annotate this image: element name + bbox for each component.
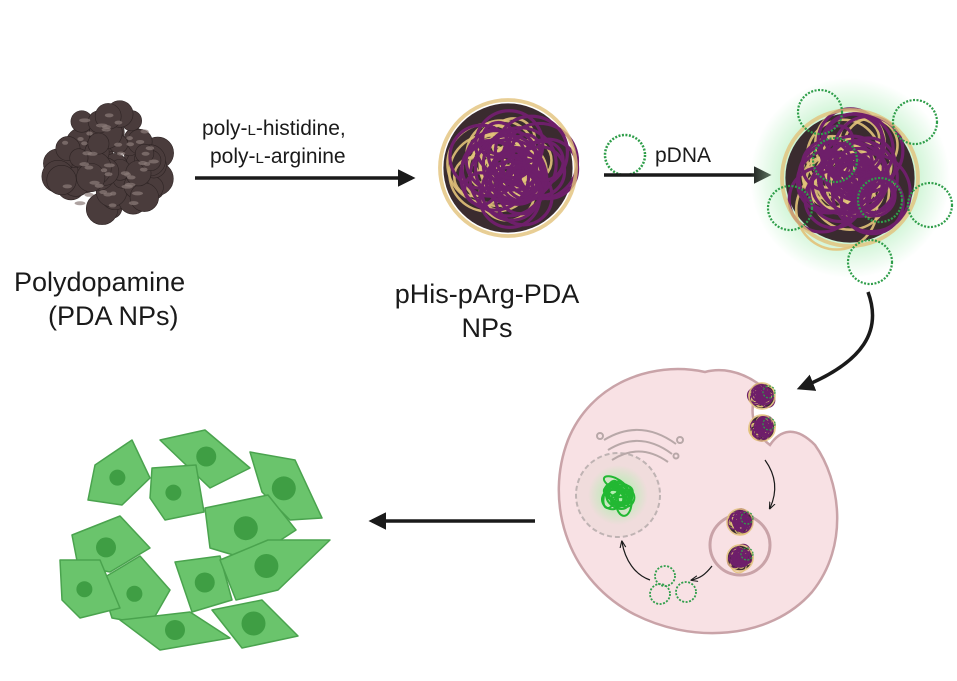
reagent-line-2: poly-L-arginine [210,145,346,168]
golgi-icon [596,429,684,463]
pdna-label: pDNA [655,144,712,167]
coated-nanoparticle-icon [438,98,580,238]
internal-arrow-3 [622,542,651,581]
coated-np-label-line1: pHis-pArg-PDA [394,279,580,309]
transfected-cell-nucleus [96,537,116,558]
transfected-cell-nucleus [165,620,185,640]
transfected-cell-nucleus [233,516,258,541]
transfected-cell-nucleus [76,581,93,598]
pda-label-line2: (PDA NPs) [48,301,179,331]
internal-arrow-1 [764,459,775,508]
pda-label-line1: Polydopamine [14,267,186,297]
transfected-cells-icon [59,429,331,651]
transfected-cell-nucleus [254,554,279,578]
gfp-protein-icon [601,475,636,517]
transfected-cell-nucleus [196,446,217,467]
transfected-cell-nucleus [271,476,296,501]
pda-nanoparticle-icon [41,100,174,225]
reagent-line-1: poly-L-histidine, [202,117,346,140]
cell-uptake-icon [557,367,839,635]
coated-np-label-line2: NPs [461,313,513,343]
reagent-label: poly-L-histidine, poly-L-arginine [202,116,346,172]
plasmid-ring-icon [603,133,647,177]
transfected-cell-nucleus [194,572,215,593]
internal-arrow-2 [692,565,713,580]
uptake-arrow [796,291,875,391]
transfected-cell-nucleus [241,611,266,636]
loaded-nanoparticle-icon [750,78,954,286]
transfected-cell-nucleus [109,469,126,486]
pda-label: Polydopamine (PDA NPs) [14,265,185,333]
transfected-cell-nucleus [126,585,143,602]
coated-np-label: pHis-pArg-PDA NPs [384,277,590,345]
transfected-cell-nucleus [165,484,182,501]
